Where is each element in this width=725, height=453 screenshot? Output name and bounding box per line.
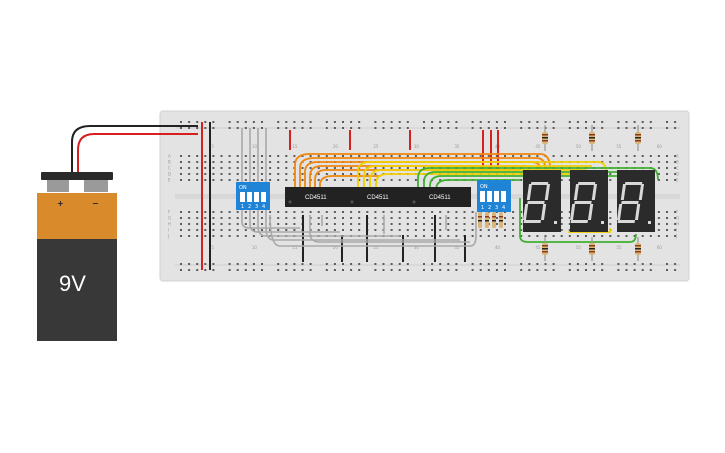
resistor-4[interactable]: [542, 237, 548, 261]
dip-left-num-2: 2: [248, 204, 251, 210]
dip-switch-left[interactable]: ON 1 2 3 4: [236, 182, 270, 210]
battery-minus-terminal: −: [92, 199, 99, 208]
chip-1[interactable]: CD4511: [285, 187, 347, 207]
battery-label: 9V: [59, 271, 86, 296]
chip-2[interactable]: CD4511: [347, 187, 409, 207]
row-letter-left: D: [168, 172, 171, 177]
column-number-bottom: 50: [576, 245, 582, 250]
column-number-top: 45: [535, 144, 541, 149]
dip-switch-left-on-label: ON: [239, 185, 247, 191]
bottom-resistors[interactable]: [542, 237, 641, 261]
row-letter-left: E: [168, 178, 171, 183]
row-letter-left: I: [168, 228, 169, 233]
column-number-top: 25: [373, 144, 379, 149]
row-letter-right: E: [676, 178, 679, 183]
column-number-bottom: 55: [616, 245, 622, 250]
column-number-bottom: 5: [211, 245, 214, 250]
column-number-bottom: 15: [292, 245, 298, 250]
seven-segment-display-2[interactable]: [569, 170, 608, 232]
column-number-top: 55: [616, 144, 622, 149]
row-letter-right: F: [676, 210, 679, 215]
row-letter-right: G: [676, 216, 679, 221]
row-letter-right: J: [675, 234, 677, 239]
column-number-top: 30: [414, 144, 420, 149]
battery-leads[interactable]: [71, 125, 198, 178]
column-number-bottom: 20: [333, 245, 339, 250]
seven-segment-display-3[interactable]: [616, 170, 655, 232]
column-number-top: 60: [657, 144, 663, 149]
dip-left-num-1: 1: [241, 204, 244, 210]
dip-switch-right-on-label: ON: [480, 184, 488, 190]
dip-right-num-3: 3: [495, 205, 498, 211]
column-number-top: 35: [454, 144, 460, 149]
row-letter-left: A: [168, 154, 171, 159]
seven-segment-displays[interactable]: [522, 170, 655, 232]
row-letter-right: B: [676, 160, 679, 165]
column-number-bottom: 35: [454, 245, 460, 250]
dip-right-num-2: 2: [488, 205, 491, 211]
row-letter-right: A: [676, 154, 679, 159]
seven-segment-display-1[interactable]: [522, 170, 561, 232]
column-number-bottom: 10: [252, 245, 258, 250]
row-letter-left: B: [168, 160, 171, 165]
green-wires[interactable]: [417, 167, 659, 243]
row-letter-left: C: [168, 166, 171, 171]
row-letter-right: C: [676, 166, 679, 171]
yellow-wires[interactable]: [357, 161, 611, 233]
row-letter-right: H: [676, 222, 679, 227]
dip-left-num-3: 3: [255, 204, 258, 210]
row-letter-right: D: [676, 172, 679, 177]
column-number-top: 15: [292, 144, 298, 149]
battery-9v[interactable]: + − 9V: [37, 172, 117, 341]
column-number-bottom: 45: [535, 245, 541, 250]
top-resistors[interactable]: [542, 125, 641, 151]
column-number-top: 10: [252, 144, 258, 149]
row-letter-left: G: [168, 216, 171, 221]
chip-2-label: CD4511: [367, 195, 389, 201]
chip-3-label: CD4511: [429, 195, 451, 201]
gray-wires[interactable]: [241, 128, 477, 247]
dip-left-num-4: 4: [262, 204, 265, 210]
row-letter-left: F: [168, 210, 171, 215]
column-number-bottom: 40: [495, 245, 501, 250]
column-number-bottom: 25: [373, 245, 379, 250]
column-number-top: 20: [333, 144, 339, 149]
row-letter-left: H: [168, 222, 171, 227]
dip-right-num-1: 1: [481, 205, 484, 211]
resistor-3[interactable]: [635, 125, 641, 151]
column-number-top: 5: [211, 144, 214, 149]
row-letter-right: I: [676, 228, 677, 233]
battery-plus-terminal: +: [57, 199, 64, 208]
pulldown-resistors[interactable]: [478, 212, 503, 228]
resistor-6[interactable]: [635, 237, 641, 261]
column-number-bottom: 60: [657, 245, 663, 250]
rail-jumpers[interactable]: [201, 122, 499, 270]
chip-1-label: CD4511: [305, 195, 327, 201]
dip-right-num-4: 4: [502, 205, 505, 211]
column-number-bottom: 30: [414, 245, 420, 250]
resistor-2[interactable]: [589, 125, 595, 151]
row-letter-left: J: [167, 234, 169, 239]
dip-switch-right[interactable]: ON 1 2 3 4: [477, 180, 511, 212]
column-numbers: 5101520253035404550556051015202530354045…: [211, 144, 662, 250]
chip-3[interactable]: CD4511: [409, 187, 471, 207]
resistor-5[interactable]: [589, 237, 595, 261]
resistor-1[interactable]: [542, 125, 548, 151]
column-number-top: 50: [576, 144, 582, 149]
